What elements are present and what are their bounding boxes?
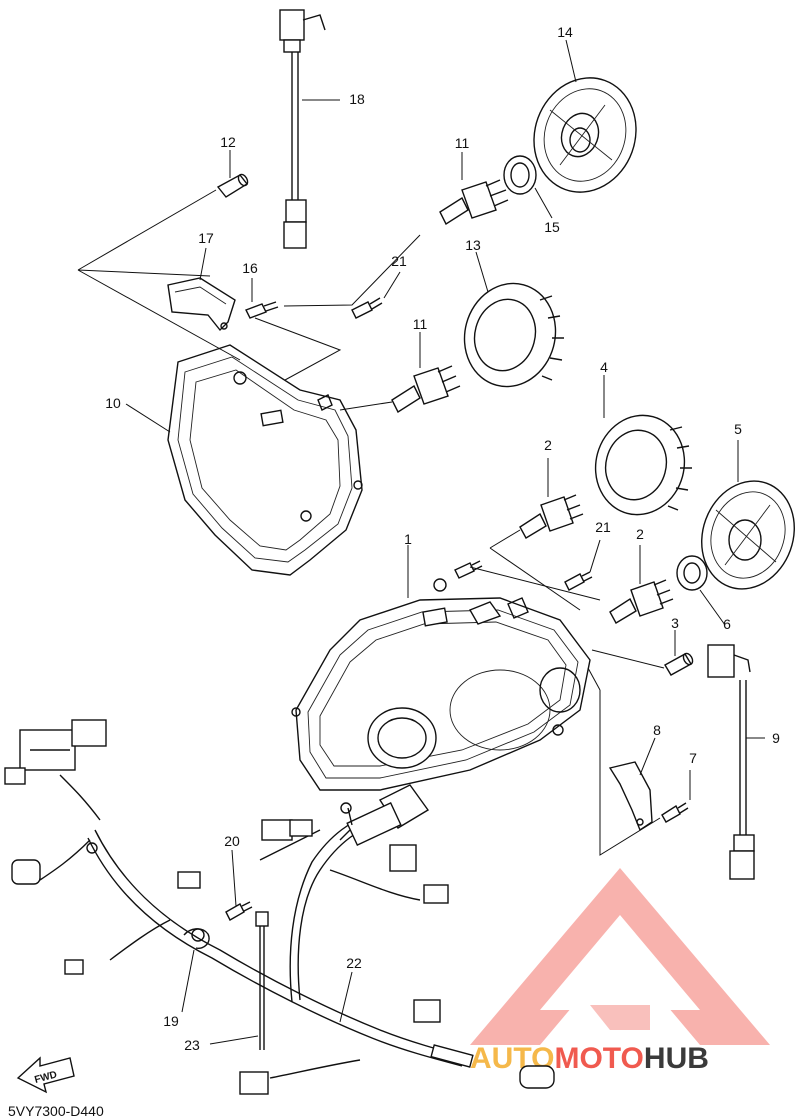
callout-1: 1	[404, 531, 412, 547]
sub-harness-9	[707, 644, 755, 880]
callout-2-lower: 2	[636, 526, 644, 542]
wire-harness-22	[4, 719, 555, 1095]
cable-tie-23	[255, 911, 269, 1050]
callout-11-lower: 11	[413, 316, 428, 332]
bolt-16	[245, 301, 279, 319]
bolt-7	[661, 802, 689, 823]
watermark-text: AUTOMOTOHUB	[470, 1042, 709, 1075]
headlight-unit-1	[291, 578, 591, 791]
callout-3: 3	[671, 615, 679, 631]
callout-10: 10	[105, 395, 121, 411]
callout-20: 20	[224, 833, 240, 849]
callout-2-upper: 2	[544, 437, 552, 453]
cover-14	[533, 77, 637, 193]
callout-11-upper: 11	[455, 135, 470, 151]
bolt-21-lower	[454, 560, 593, 591]
callout-7: 7	[689, 750, 697, 766]
ring-6	[676, 555, 708, 591]
callout-21-upper: 21	[391, 253, 407, 269]
callout-8: 8	[653, 722, 661, 738]
bulb-3	[664, 652, 694, 676]
diagram-code: 5VY7300-D440	[8, 1103, 104, 1119]
leader-lines	[125, 39, 765, 1045]
callout-4: 4	[600, 359, 608, 375]
cover-5	[701, 480, 795, 590]
clamp-19	[183, 928, 210, 949]
callout-13: 13	[465, 237, 481, 253]
bulb-12	[216, 173, 249, 198]
callout-17: 17	[198, 230, 214, 246]
ring-15	[503, 155, 537, 195]
bolt-21-top	[351, 297, 383, 319]
callout-15: 15	[544, 219, 560, 235]
bulb-11-upper	[439, 179, 509, 226]
bulb-2-upper	[519, 494, 584, 539]
callout-16: 16	[242, 260, 258, 276]
watermark-part-hub: HUB	[644, 1042, 709, 1075]
callout-labels: 1 2 2 3 4 5 6 7 8 9 10 11 11 12 13 14 15…	[105, 24, 780, 1053]
automotohub-logo	[470, 868, 770, 1045]
bracket-17	[167, 277, 236, 332]
headlight-housing-10	[167, 344, 363, 576]
ring-13	[463, 282, 564, 388]
bulb-2-lower	[609, 579, 674, 624]
callout-18: 18	[349, 91, 365, 107]
callout-6: 6	[723, 616, 731, 632]
callout-14: 14	[557, 24, 573, 40]
callout-21-lower: 21	[595, 519, 611, 535]
callout-22: 22	[346, 955, 362, 971]
bolt-20	[225, 901, 253, 921]
callout-19: 19	[163, 1013, 179, 1029]
callout-23: 23	[184, 1037, 200, 1053]
callout-9: 9	[772, 730, 780, 746]
bulb-11-lower	[391, 365, 461, 414]
assembly-lines	[77, 189, 665, 856]
bracket-8	[608, 761, 653, 832]
fwd-arrow: FWD	[16, 1056, 75, 1094]
watermark-part-moto: MOTO	[554, 1042, 643, 1075]
callout-12: 12	[220, 134, 236, 150]
callout-5: 5	[734, 421, 742, 437]
ring-4	[594, 414, 692, 516]
sub-harness-18	[279, 9, 326, 249]
